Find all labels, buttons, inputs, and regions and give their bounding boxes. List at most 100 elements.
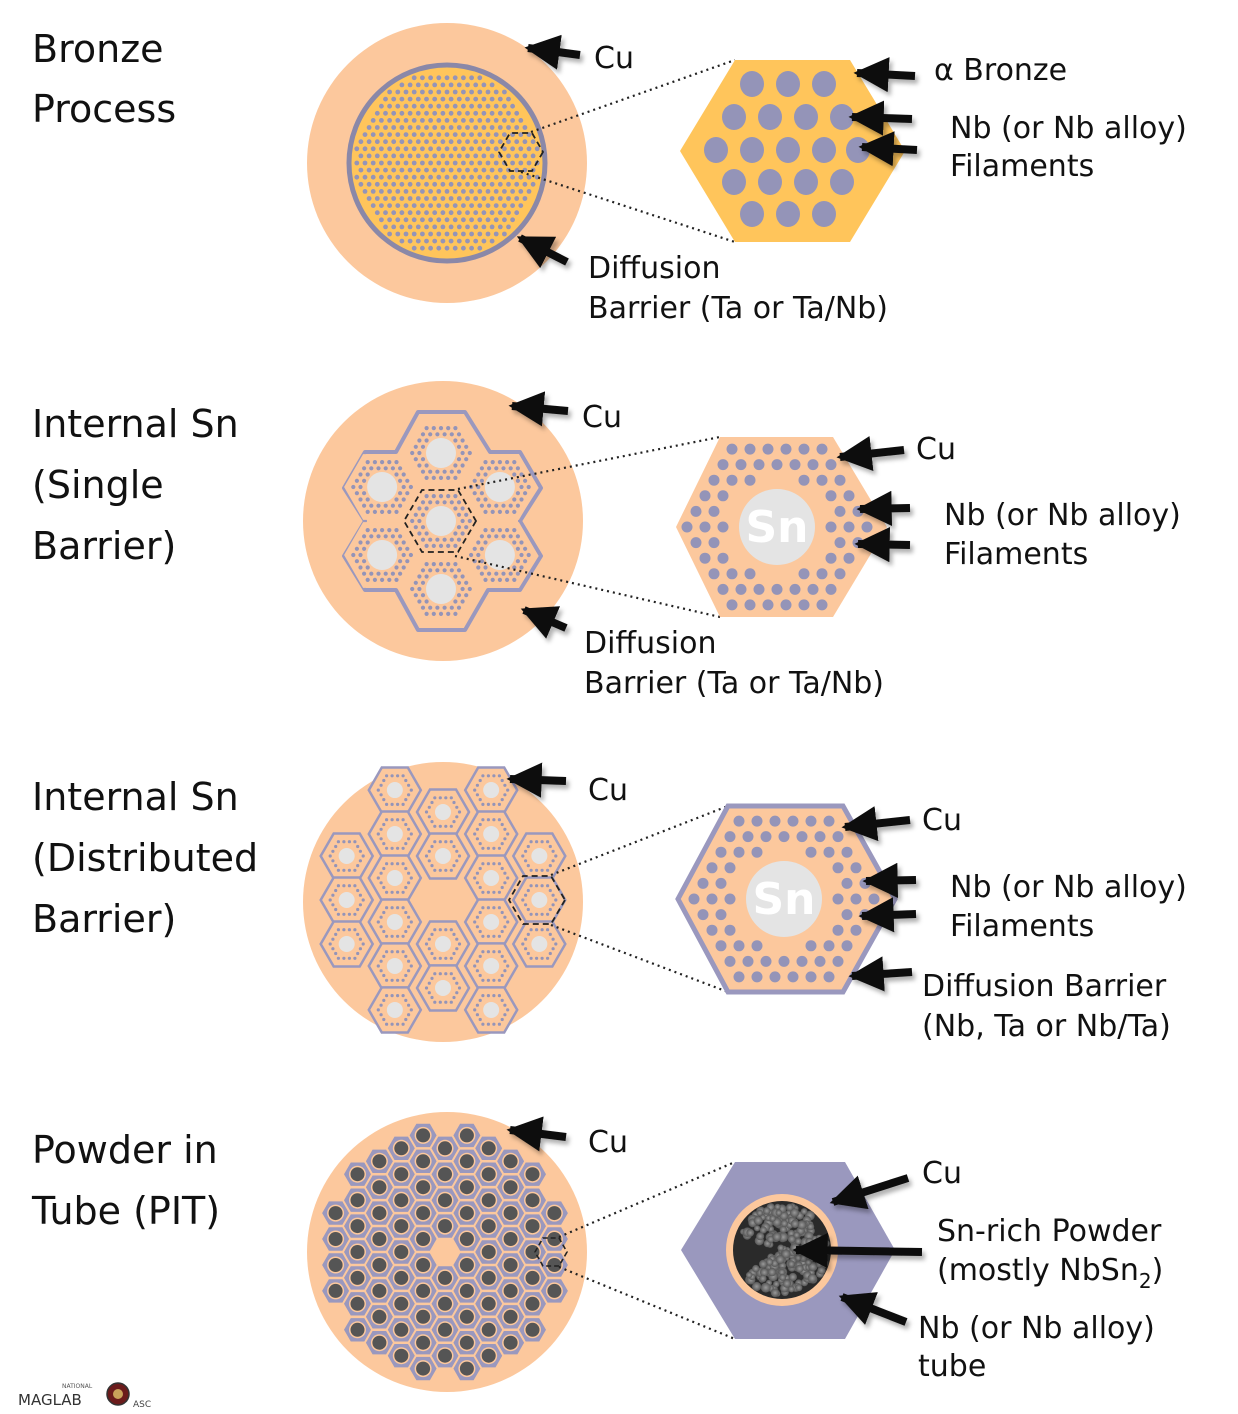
pit-filament	[387, 1240, 415, 1264]
nb-filament	[428, 231, 433, 237]
nb-filament	[383, 181, 388, 187]
nb-filament	[473, 1008, 477, 1012]
nb-filament	[446, 562, 451, 567]
nb-filament	[365, 509, 370, 514]
nb-filament	[479, 466, 484, 471]
nb-filament	[521, 854, 525, 858]
nb-filament	[362, 132, 368, 138]
powder-particle	[746, 1228, 755, 1237]
sn-core	[435, 804, 451, 821]
nb-filament	[751, 815, 763, 827]
nb-filament	[530, 139, 536, 145]
powder-particle	[775, 1209, 783, 1216]
nb-filament	[776, 137, 800, 163]
zoom-connector	[550, 923, 729, 994]
nb-filament	[530, 153, 536, 159]
pit-filament	[387, 1214, 415, 1238]
arrow-icon	[848, 956, 913, 992]
nb-filament	[430, 932, 434, 937]
powder-core	[328, 1258, 343, 1272]
nb-filament	[428, 568, 433, 573]
nb-filament	[497, 210, 503, 216]
nb-filament	[753, 583, 765, 595]
nb-filament	[832, 893, 844, 905]
nb-filament	[453, 494, 458, 499]
nb-filament	[405, 491, 410, 496]
nb-filament	[481, 153, 487, 159]
nb-filament	[546, 840, 550, 844]
nb-filament	[365, 528, 370, 533]
nb-filament	[467, 450, 472, 456]
subelement	[463, 854, 519, 902]
powder-core	[459, 1258, 474, 1272]
nb-filament	[469, 146, 474, 152]
nb-filament	[354, 174, 360, 180]
nb-filament	[794, 104, 818, 130]
nb-filament	[420, 525, 426, 530]
nb-filament	[407, 139, 413, 145]
nb-filament	[481, 139, 487, 145]
cu-label: Cu	[594, 41, 634, 76]
nb-filament	[461, 118, 466, 123]
nb-filament	[390, 950, 394, 954]
nb-filament	[455, 805, 459, 809]
nb-filament	[524, 893, 528, 897]
pit-filament	[409, 1253, 437, 1277]
logo-seal-inner-icon	[113, 1389, 123, 1399]
nb-filament	[524, 937, 528, 941]
nb-filament	[478, 866, 482, 871]
nb-filament	[514, 210, 520, 216]
nb-filament	[726, 474, 738, 486]
nb-filament	[382, 929, 386, 934]
subelement-array	[319, 766, 567, 1034]
sn-core-label: Sn	[745, 502, 808, 553]
nb-filament	[465, 210, 470, 216]
nb-filament	[456, 224, 462, 230]
nb-filament	[372, 528, 377, 533]
nb-filament	[524, 849, 528, 853]
nb-filament	[353, 956, 357, 960]
nb-filament	[382, 842, 386, 846]
nb-filament	[407, 925, 411, 929]
powder-core	[394, 1270, 409, 1285]
cu-label: Cu	[588, 773, 628, 808]
nb-filament	[362, 466, 367, 471]
nb-filament	[356, 864, 360, 868]
nb-filament	[366, 139, 372, 145]
powder-particle	[746, 1271, 753, 1279]
nb-filament	[515, 559, 521, 564]
nb-filament	[475, 871, 479, 875]
pit-filament	[344, 1240, 371, 1264]
nb-filament	[789, 583, 801, 595]
powder-particle	[789, 1208, 800, 1218]
nb-filament	[475, 1003, 479, 1007]
nb-filament	[762, 443, 774, 455]
powder-core	[394, 1219, 409, 1234]
powder-particle	[805, 1259, 812, 1266]
nb-filament	[374, 210, 380, 216]
nb-filament	[483, 565, 488, 570]
pit-filament	[387, 1136, 415, 1160]
nb-filament	[399, 110, 405, 116]
nb-filament	[417, 438, 422, 443]
nb-filament	[424, 543, 429, 549]
nb-filament	[481, 210, 487, 216]
nb-filament	[540, 840, 544, 844]
nb-filament	[476, 497, 481, 502]
powder-core	[481, 1245, 496, 1259]
nb-filament	[830, 169, 854, 195]
nb-filament	[420, 89, 425, 95]
nb-filament	[506, 181, 511, 187]
nb-filament	[485, 89, 491, 95]
zoom-connector	[558, 1265, 736, 1341]
nb-filament	[841, 940, 853, 952]
nb-filament	[411, 245, 417, 251]
nb-filament	[469, 217, 474, 223]
nb-filament	[529, 928, 533, 932]
nb-filament	[825, 521, 837, 533]
powder-core	[503, 1180, 518, 1195]
subelement-array	[344, 420, 538, 622]
nb-filament	[428, 432, 433, 437]
cu-detail-label: Cu	[922, 803, 962, 838]
nb-filament	[493, 217, 499, 223]
